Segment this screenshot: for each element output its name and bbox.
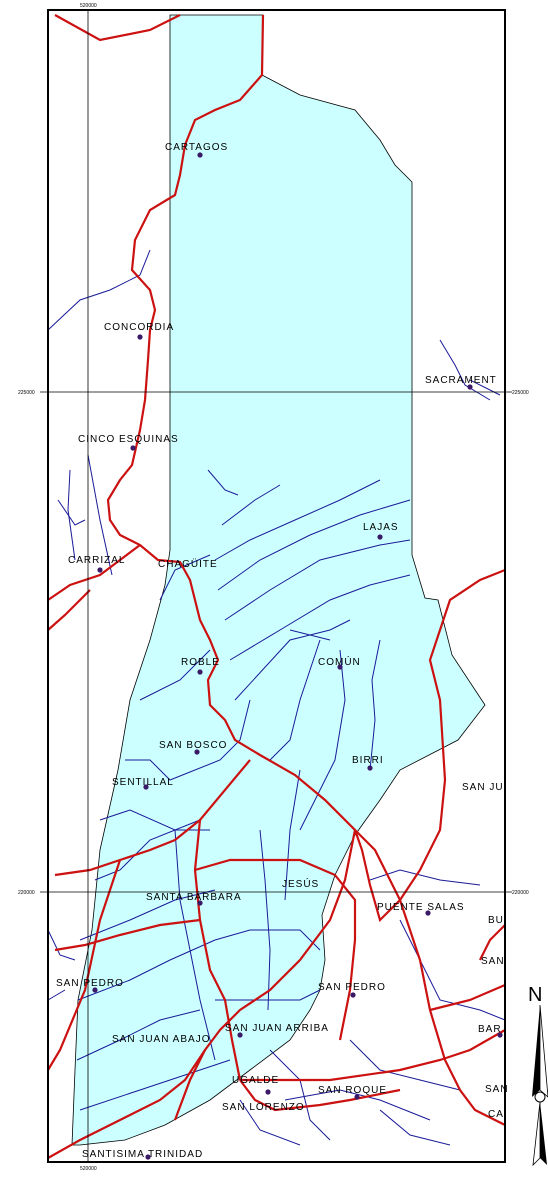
place-label: LAJAS: [363, 522, 399, 533]
town-markers: [92, 152, 503, 1160]
place-label: SAN JUAN ABAJO: [112, 1034, 210, 1045]
place-label: SAN BOSCO: [159, 740, 227, 751]
place-label: SAN PEDRO: [318, 982, 386, 993]
place-label: COMÚN: [318, 655, 361, 668]
place-label: CHAGÜITE: [158, 558, 218, 570]
place-label: BAR: [478, 1024, 502, 1035]
place-label: SAN: [481, 956, 505, 967]
place-label: ROBLE: [181, 657, 220, 668]
place-label: CA: [488, 1109, 504, 1120]
place-label: SAN LORENZO: [222, 1102, 305, 1113]
north-arrow: N: [528, 984, 548, 1167]
coord-top: 520000: [80, 3, 97, 9]
rivers: [47, 249, 506, 1146]
study-area: [71, 14, 486, 1146]
map-frame: [47, 9, 506, 1163]
place-labels: CARTAGOS CONCORDIA SACRAMENT CINCO ESQUI…: [56, 142, 509, 1160]
coord-left-lower: 220000: [18, 890, 35, 896]
coord-right-lower: 220000: [512, 890, 529, 896]
place-label: SAN PEDRO: [56, 978, 124, 989]
place-label: SANTA BÁRBARA: [146, 890, 242, 903]
coord-left-upper: 225000: [18, 390, 35, 396]
place-label: JESÚS: [282, 877, 319, 890]
coord-right-upper: 225000: [512, 390, 529, 396]
place-label: UGALDE: [232, 1075, 279, 1086]
place-label: CARTAGOS: [165, 142, 228, 153]
coord-bottom: 520000: [80, 1166, 97, 1172]
place-label: CARRIZAL: [68, 555, 125, 566]
place-label: SAN JUAN ARRIBA: [225, 1023, 329, 1034]
place-label: CINCO ESQUINAS: [78, 434, 179, 445]
grid-lines: [40, 10, 512, 1162]
place-label: SANTISIMA TRINIDAD: [82, 1149, 203, 1160]
place-label: BIRRI: [352, 755, 384, 766]
place-label: SACRAMENT: [425, 375, 497, 386]
place-label: BU: [488, 915, 504, 926]
place-label: SAN ROQUE: [318, 1085, 387, 1096]
place-label: SENTILLAL: [112, 777, 174, 788]
place-label: CONCORDIA: [104, 322, 174, 333]
place-label: SAN JU: [462, 782, 504, 793]
place-label: PUENTE SALAS: [377, 902, 465, 913]
place-label: SAN: [485, 1084, 509, 1095]
north-label: N: [528, 984, 542, 1006]
